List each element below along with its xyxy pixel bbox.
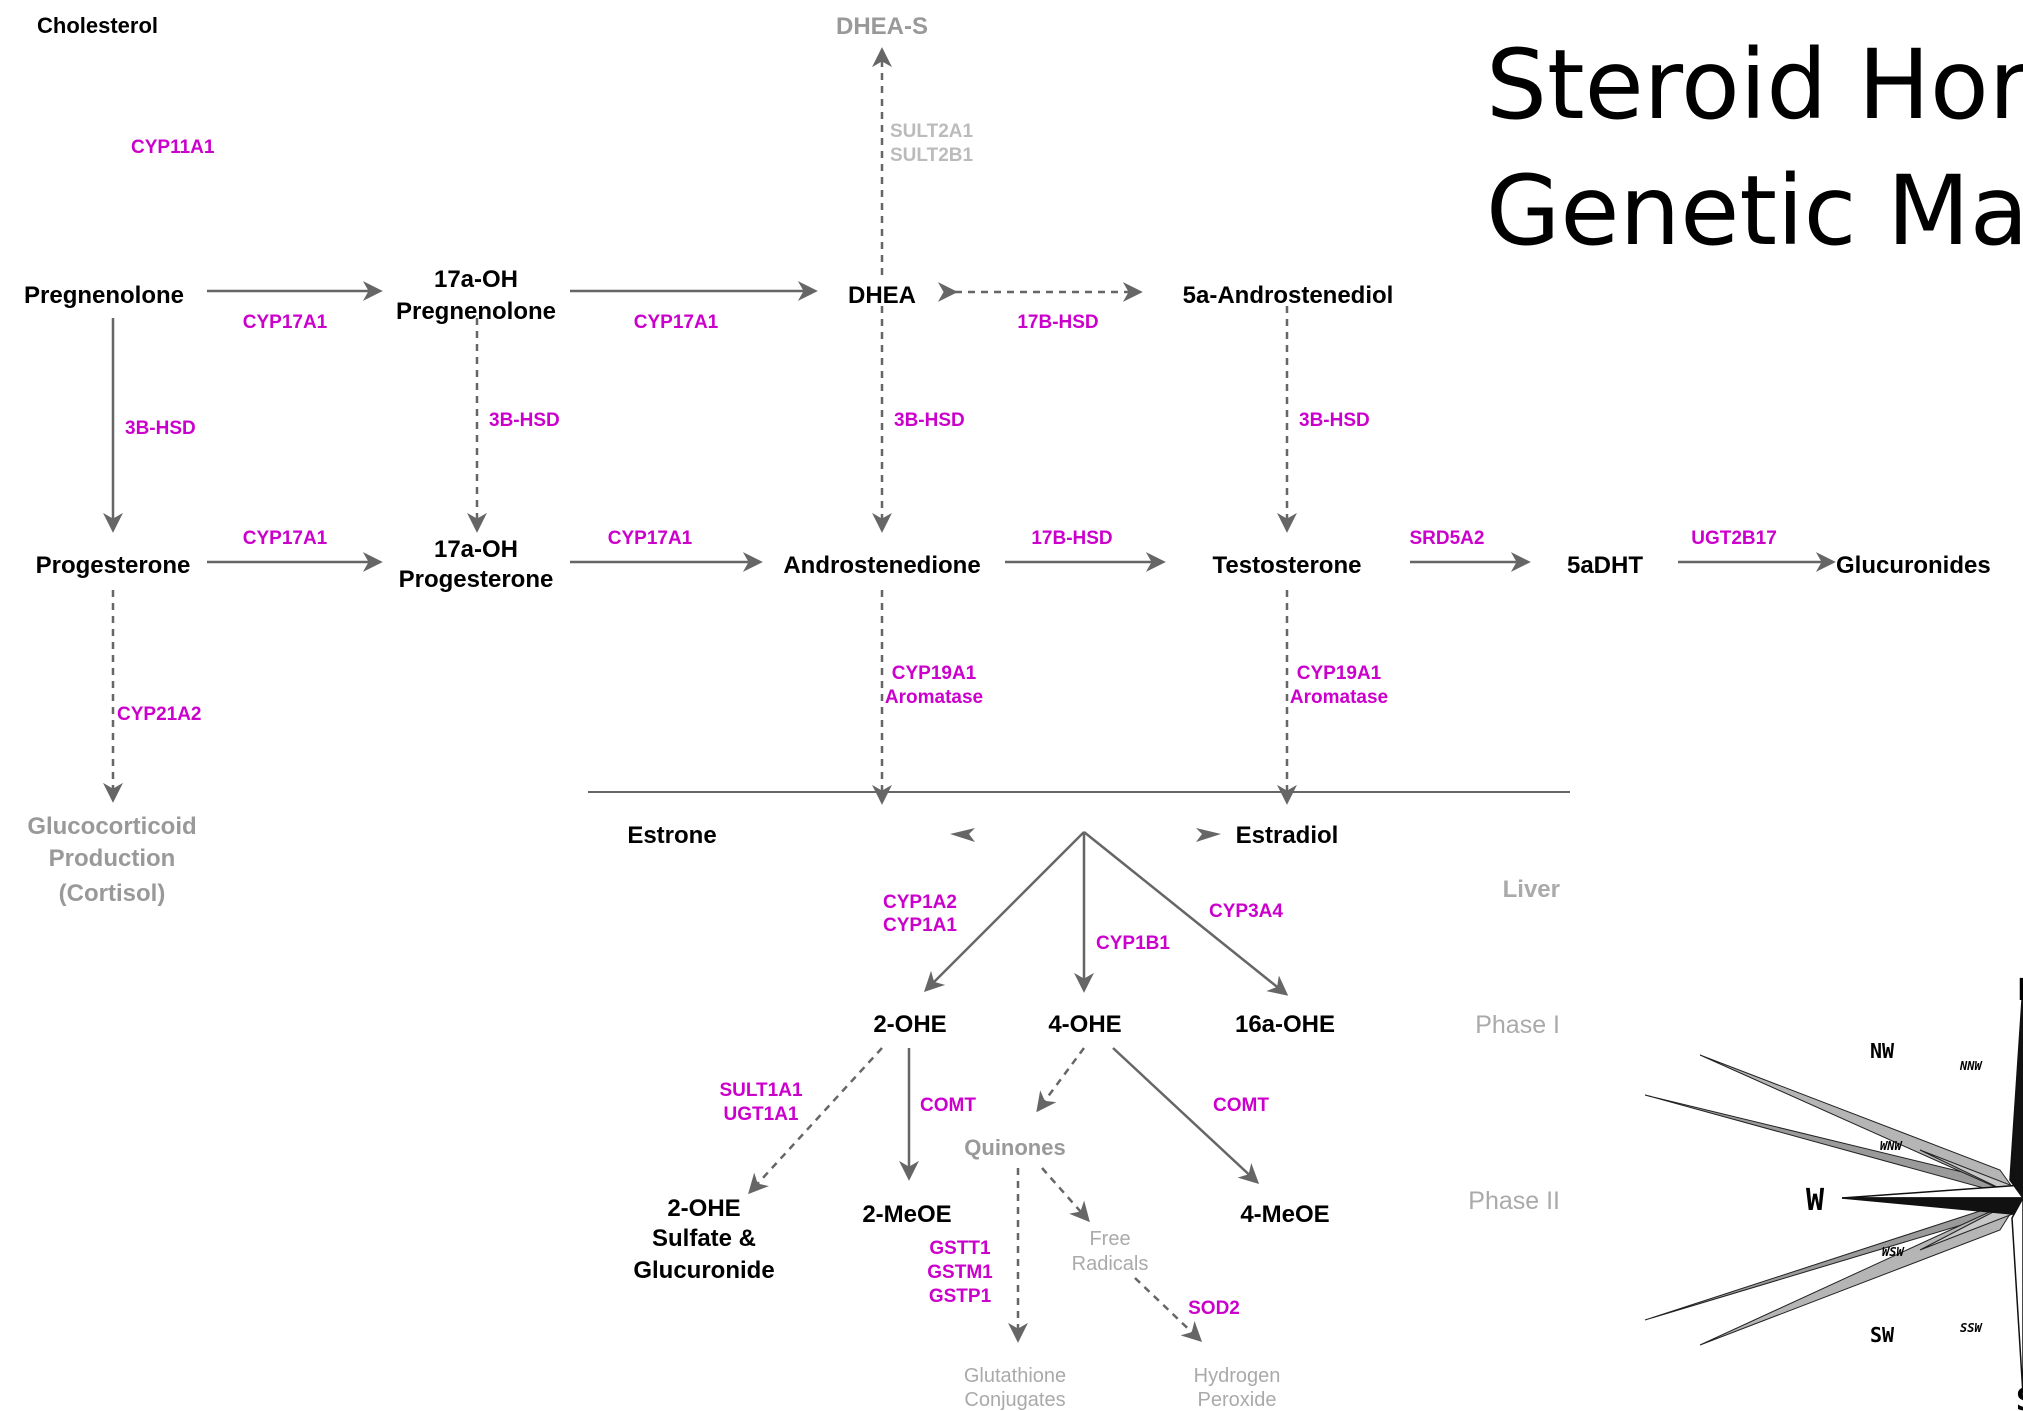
metabolite-estradiol: Estradiol	[1236, 822, 1339, 849]
metabolite-17oh-prog-line1: 17a-OH	[434, 536, 518, 563]
metabolite-free-radicals-line1: Free	[1089, 1228, 1130, 1250]
metabolite-testosterone: Testosterone	[1213, 552, 1362, 579]
enzyme-gstp1: GSTP1	[929, 1286, 992, 1307]
arrow-quinones-to-free-radicals	[1041, 1167, 1090, 1223]
enzyme-3bhsd-preg: 3B-HSD	[125, 418, 196, 439]
metabolite-glutathione-line1: Glutathione	[964, 1365, 1066, 1387]
arrow-free-radicals-to-hperox	[1134, 1277, 1203, 1342]
arrows	[103, 47, 1836, 1343]
enzyme-sod2: SOD2	[1188, 1298, 1240, 1319]
metabolite-17oh-preg-line2: Pregnenolone	[396, 298, 556, 325]
metabolite-estrone: Estrone	[627, 822, 716, 849]
enzyme-gstm1: GSTM1	[927, 1262, 993, 1283]
metabolite-4meoe: 4-MeOE	[1240, 1201, 1329, 1228]
metabolite-dhea-s: DHEA-S	[836, 13, 928, 40]
phase-label-liver: Liver	[1503, 876, 1560, 903]
metabolite-glucocorticoid-line3: (Cortisol)	[59, 880, 166, 907]
enzyme-comt-2ohe: COMT	[920, 1095, 976, 1116]
compass-nnw-label: NNW	[1959, 1059, 1983, 1073]
enzyme-sult1a1: SULT1A1	[719, 1080, 802, 1101]
arrowhead-to-estrone	[950, 828, 975, 842]
phase-labels: Liver Phase I Phase II	[1468, 876, 1560, 1215]
enzyme-srd5a2: SRD5A2	[1410, 528, 1485, 549]
metabolite-4ohe: 4-OHE	[1048, 1011, 1121, 1038]
enzyme-comt-4ohe: COMT	[1213, 1095, 1269, 1116]
metabolite-2ohe-sulfate-line3: Glucuronide	[633, 1257, 774, 1284]
enzyme-aromatase-testosterone: Aromatase	[1290, 687, 1388, 708]
enzyme-cyp17a1-preg: CYP17A1	[243, 312, 328, 333]
compass-s-label: S	[2016, 1383, 2023, 1411]
metabolite-progesterone: Progesterone	[36, 552, 191, 579]
metabolite-androstenediol: 5a-Androstenediol	[1183, 282, 1394, 309]
metabolite-androstenedione: Androstenedione	[783, 552, 980, 579]
enzyme-cyp19a1-testosterone: CYP19A1	[1297, 663, 1382, 684]
enzyme-17bhsd-androstenedione: 17B-HSD	[1031, 528, 1112, 549]
metabolite-cholesterol: Cholesterol	[37, 13, 158, 38]
enzyme-cyp19a1-androstenedione: CYP19A1	[892, 663, 977, 684]
metabolite-free-radicals-line2: Radicals	[1072, 1253, 1149, 1275]
metabolite-17oh-prog-line2: Progesterone	[399, 566, 554, 593]
arrow-2ohe-to-sulfate	[748, 1047, 883, 1195]
compass-wnw-label: WNW	[1880, 1139, 1903, 1153]
arrow-estrogens-to-16ohe	[1083, 831, 1289, 996]
compass-w-label: W	[1806, 1183, 1825, 1218]
enzyme-sult2a1: SULT2A1	[890, 121, 973, 142]
enzyme-3bhsd-androstenediol: 3B-HSD	[1299, 410, 1370, 431]
enzyme-cyp21a2: CYP21A2	[117, 704, 202, 725]
enzyme-3bhsd-dhea: 3B-HSD	[894, 410, 965, 431]
slide-title-line2: Genetic Map	[1486, 155, 2023, 267]
arrow-4ohe-to-quinones	[1036, 1047, 1086, 1113]
metabolite-16aohe: 16a-OHE	[1235, 1011, 1335, 1038]
phase-label-phase2: Phase II	[1468, 1187, 1560, 1215]
arrow-estrogens-to-2ohe	[923, 831, 1085, 993]
enzyme-cyp1a1: CYP1A1	[883, 915, 957, 936]
metabolites: Cholesterol DHEA-S Pregnenolone 17a-OH P…	[24, 13, 1991, 1411]
compass-wsw-label: WSW	[1882, 1245, 1905, 1259]
metabolite-hperox-line2: Peroxide	[1198, 1389, 1277, 1411]
enzyme-cyp1a2: CYP1A2	[883, 892, 957, 913]
enzyme-ugt1a1: UGT1A1	[724, 1104, 799, 1125]
metabolite-pregnenolone: Pregnenolone	[24, 282, 184, 309]
enzyme-aromatase-androstenedione: Aromatase	[885, 687, 983, 708]
metabolite-2ohe-sulfate-line1: 2-OHE	[667, 1195, 740, 1222]
enzyme-cyp3a4: CYP3A4	[1209, 901, 1283, 922]
enzyme-cyp1b1: CYP1B1	[1096, 933, 1170, 954]
enzyme-cyp17a1-prog: CYP17A1	[243, 528, 328, 549]
enzyme-cyp11a1: CYP11A1	[131, 137, 215, 158]
enzyme-gstt1: GSTT1	[929, 1238, 991, 1259]
enzyme-cyp17a1-17ohpreg: CYP17A1	[634, 312, 719, 333]
metabolite-glucocorticoid-line2: Production	[49, 845, 176, 872]
metabolite-glucuronides: Glucuronides	[1836, 552, 1991, 579]
compass-rose-icon: N NW NNW WNW W WSW SW SSW S	[1644, 973, 2023, 1411]
metabolite-dhea: DHEA	[848, 282, 916, 309]
metabolite-quinones: Quinones	[964, 1135, 1065, 1160]
enzyme-cyp17a1-17ohprog: CYP17A1	[608, 528, 693, 549]
compass-nw-label: NW	[1870, 1039, 1895, 1063]
enzyme-3bhsd-17ohpreg: 3B-HSD	[489, 410, 560, 431]
metabolite-2meoe: 2-MeOE	[862, 1201, 951, 1228]
metabolite-hperox-line1: Hydrogen	[1194, 1365, 1281, 1387]
slide-title-line1: Steroid Horn	[1486, 29, 2023, 141]
enzyme-sult2b1: SULT2B1	[890, 145, 973, 166]
arrow-4ohe-to-4meoe	[1112, 1047, 1260, 1184]
phase-label-phase1: Phase I	[1475, 1011, 1560, 1039]
arrowhead-to-estradiol	[1196, 828, 1221, 842]
slide-title: Steroid Horn Genetic Map	[1486, 22, 2023, 274]
compass-ssw-label: SSW	[1960, 1321, 1983, 1335]
enzyme-ugt2b17: UGT2B17	[1691, 528, 1777, 549]
metabolite-5adht: 5aDHT	[1567, 552, 1643, 579]
enzyme-17bhsd-dhea: 17B-HSD	[1017, 312, 1098, 333]
metabolite-2ohe-sulfate-line2: Sulfate &	[652, 1225, 756, 1252]
metabolite-17oh-preg-line1: 17a-OH	[434, 266, 518, 293]
compass-n-label: N	[2018, 973, 2023, 1008]
metabolite-glucocorticoid-line1: Glucocorticoid	[27, 813, 196, 840]
metabolite-glutathione-line2: Conjugates	[964, 1389, 1065, 1411]
metabolite-2ohe: 2-OHE	[873, 1011, 946, 1038]
enzymes: CYP11A1 SULT2A1 SULT2B1 CYP17A1 CYP17A1 …	[117, 121, 1777, 1319]
compass-sw-label: SW	[1870, 1323, 1895, 1347]
